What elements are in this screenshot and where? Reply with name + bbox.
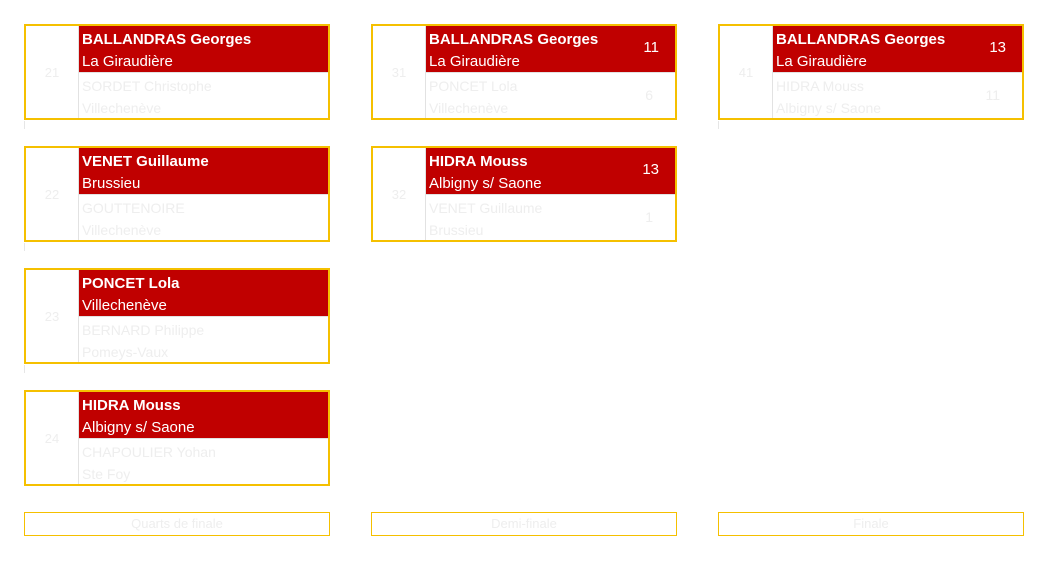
- winner-name: BALLANDRAS Georges: [776, 31, 946, 48]
- loser-cell[interactable]: VENET Guillaume Brussieu 1: [426, 195, 675, 241]
- winner-town: La Giraudière: [776, 53, 867, 70]
- loser-town: Villechenève: [429, 100, 509, 116]
- winner-town: Albigny s/ Saone: [429, 175, 542, 192]
- loser-name: VENET Guillaume: [429, 200, 543, 216]
- round-label-quarterfinals: Quarts de finale: [24, 512, 330, 536]
- winner-cell[interactable]: HIDRA Mouss Albigny s/ Saone 13: [426, 148, 675, 195]
- grid-tick: [24, 121, 25, 129]
- winner-cell[interactable]: VENET Guillaume Brussieu: [79, 148, 328, 195]
- loser-town: Pomeys-Vaux: [82, 344, 169, 360]
- loser-name: GOUTTENOIRE: [82, 200, 185, 216]
- round-label-semifinal: Demi-finale: [371, 512, 677, 536]
- winner-town: La Giraudière: [429, 53, 520, 70]
- winner-name: BALLANDRAS Georges: [429, 31, 599, 48]
- winner-name: HIDRA Mouss: [429, 153, 528, 170]
- loser-name: BERNARD Philippe: [82, 322, 205, 338]
- loser-town: Ste Foy: [82, 466, 131, 482]
- grid-tick: [24, 365, 25, 373]
- winner-name: BALLANDRAS Georges: [82, 31, 252, 48]
- winner-name: HIDRA Mouss: [82, 397, 181, 414]
- match-card-r1-m1[interactable]: 21 BALLANDRAS Georges La Giraudière SORD…: [24, 24, 330, 120]
- loser-score: 1: [645, 209, 653, 225]
- match-card-r1-m2[interactable]: 22 VENET Guillaume Brussieu GOUTTENOIRE …: [24, 146, 330, 242]
- match-number: 23: [26, 270, 79, 362]
- winner-cell[interactable]: PONCET Lola Villechenève: [79, 270, 328, 317]
- winner-name: PONCET Lola: [82, 275, 180, 292]
- round-label-final: Finale: [718, 512, 1024, 536]
- loser-cell[interactable]: BERNARD Philippe Pomeys-Vaux: [79, 317, 328, 363]
- loser-cell[interactable]: CHAPOULIER Yohan Ste Foy: [79, 439, 328, 485]
- match-card-r2-m2[interactable]: 32 HIDRA Mouss Albigny s/ Saone 13 VENET…: [371, 146, 677, 242]
- loser-cell[interactable]: HIDRA Mouss Albigny s/ Saone 11: [773, 73, 1022, 119]
- loser-town: Brussieu: [429, 222, 484, 238]
- loser-cell[interactable]: GOUTTENOIRE Villechenève: [79, 195, 328, 241]
- match-card-r1-m3[interactable]: 23 PONCET Lola Villechenève BERNARD Phil…: [24, 268, 330, 364]
- loser-town: Villechenève: [82, 222, 162, 238]
- loser-name: SORDET Christophe: [82, 78, 212, 94]
- loser-town: Villechenève: [82, 100, 162, 116]
- grid-tick: [718, 121, 719, 129]
- winner-cell[interactable]: BALLANDRAS Georges La Giraudière: [79, 26, 328, 73]
- match-card-r3-m1[interactable]: 41 BALLANDRAS Georges La Giraudière 13 H…: [718, 24, 1024, 120]
- loser-name: HIDRA Mouss: [776, 78, 864, 94]
- winner-town: Brussieu: [82, 175, 141, 192]
- winner-town: Albigny s/ Saone: [82, 419, 195, 436]
- winner-score: 13: [642, 161, 659, 178]
- loser-cell[interactable]: SORDET Christophe Villechenève: [79, 73, 328, 119]
- match-number: 32: [373, 148, 426, 240]
- winner-town: La Giraudière: [82, 53, 173, 70]
- winner-score: 11: [643, 39, 659, 56]
- loser-name: CHAPOULIER Yohan: [82, 444, 216, 460]
- match-number: 22: [26, 148, 79, 240]
- grid-tick: [24, 243, 25, 251]
- match-number: 24: [26, 392, 79, 484]
- winner-score: 13: [989, 39, 1006, 56]
- loser-cell[interactable]: PONCET Lola Villechenève 6: [426, 73, 675, 119]
- winner-cell[interactable]: BALLANDRAS Georges La Giraudière 11: [426, 26, 675, 73]
- loser-score: 6: [645, 87, 653, 103]
- match-number: 21: [26, 26, 79, 118]
- winner-cell[interactable]: HIDRA Mouss Albigny s/ Saone: [79, 392, 328, 439]
- winner-name: VENET Guillaume: [82, 153, 209, 170]
- loser-town: Albigny s/ Saone: [776, 100, 882, 116]
- winner-town: Villechenève: [82, 297, 167, 314]
- loser-score: 11: [985, 87, 1000, 103]
- winner-cell[interactable]: BALLANDRAS Georges La Giraudière 13: [773, 26, 1022, 73]
- match-number: 31: [373, 26, 426, 118]
- match-card-r2-m1[interactable]: 31 BALLANDRAS Georges La Giraudière 11 P…: [371, 24, 677, 120]
- match-number: 41: [720, 26, 773, 118]
- match-card-r1-m4[interactable]: 24 HIDRA Mouss Albigny s/ Saone CHAPOULI…: [24, 390, 330, 486]
- loser-name: PONCET Lola: [429, 78, 518, 94]
